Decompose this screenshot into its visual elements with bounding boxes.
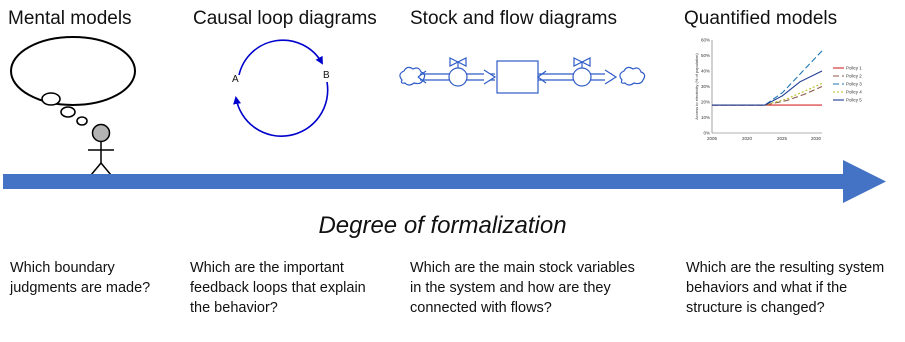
stock-flow-diagram	[399, 57, 646, 94]
chart-x-tick-label: 2030	[811, 136, 822, 141]
chart-series-line	[712, 82, 823, 106]
chart-legend-label: Policy 5	[846, 98, 862, 103]
sink-cloud-icon	[619, 66, 646, 86]
chart-x-tick-label: 2025	[777, 136, 788, 141]
chart-series-line	[712, 85, 823, 106]
loop-node-b: B	[323, 70, 330, 81]
loop-link-b-to-a	[233, 81, 329, 137]
chart-series-line	[712, 50, 823, 106]
chart-y-tick-label: 50%	[701, 53, 710, 58]
chart-legend-label: Policy 4	[846, 90, 862, 95]
loop-node-a: A	[232, 74, 239, 85]
heading-quantified-models: Quantified models	[684, 8, 838, 29]
quantified-model-chart: 0% 10% 20% 30% 40% 50% 60% 2005 2020 2025 2030 Acce…	[694, 38, 862, 142]
chart-y-tick-label: 20%	[701, 100, 710, 105]
heading-causal-loop-diagrams: Causal loop diagrams	[193, 8, 377, 29]
heading-stock-flow-diagrams: Stock and flow diagrams	[410, 8, 617, 29]
question-stock-flow: Which are the main stock variables in th…	[410, 260, 635, 316]
chart-y-tick-label: 30%	[701, 84, 710, 89]
heading-mental-models: Mental models	[8, 8, 132, 29]
formalization-arrow	[3, 160, 886, 203]
chart-series-line	[712, 70, 823, 106]
source-cloud-icon	[399, 66, 426, 86]
outflow-valve-icon	[572, 67, 592, 87]
stick-figure-icon	[88, 123, 114, 176]
thought-bubble-icon	[10, 36, 136, 126]
stock-box	[496, 60, 539, 94]
causal-loop-diagram: A B	[232, 39, 330, 137]
chart-y-tick-label: 60%	[701, 38, 710, 43]
chart-legend-label: Policy 1	[846, 66, 862, 71]
inflow-valve-icon	[448, 67, 468, 87]
chart-legend-label: Policy 2	[846, 74, 862, 79]
chart-y-label: Access to electricity (% of population)	[694, 53, 699, 120]
chart-y-tick-label: 40%	[701, 69, 710, 74]
loop-link-a-to-b	[238, 39, 323, 76]
chart-legend-label: Policy 3	[846, 82, 862, 87]
chart-x-tick-label: 2020	[742, 136, 753, 141]
question-quantified: Which are the resulting system behaviors…	[686, 260, 885, 316]
chart-y-tick-label: 0%	[703, 131, 710, 136]
chart-y-tick-label: 10%	[701, 115, 710, 120]
axis-title: Degree of formalization	[318, 212, 567, 239]
question-mental-models: Which boundary judgments are made?	[10, 260, 151, 296]
chart-x-tick-label: 2005	[707, 136, 718, 141]
question-causal-loops: Which are the important feedback loops t…	[190, 260, 366, 316]
